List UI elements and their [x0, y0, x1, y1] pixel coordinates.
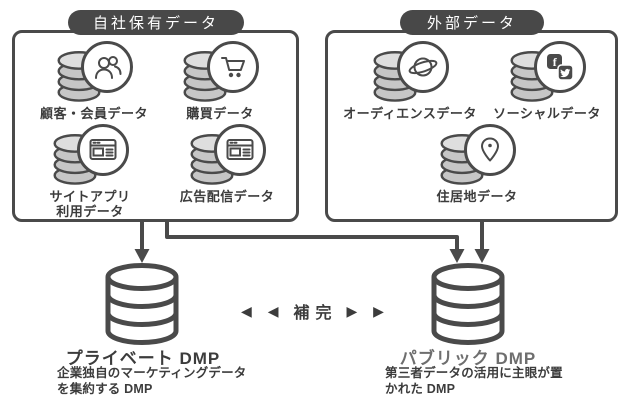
- public-dmp-description-line1: 第三者データの活用に主眼が置: [385, 366, 563, 380]
- browser-window-icon: [77, 124, 129, 176]
- shopping-cart-icon: [207, 41, 259, 93]
- people-icon: [81, 41, 133, 93]
- arrowhead-icon: [474, 249, 490, 263]
- data-item-social: f ソーシャルデータ: [484, 41, 610, 121]
- icon-cluster: [188, 124, 266, 186]
- private-dmp-description-line2: を集約する DMP: [57, 381, 153, 396]
- public-dmp-title: パブリック DMP: [399, 349, 537, 368]
- left-arrows-icon: ◀ ◀: [241, 302, 285, 319]
- external-data-group-title: 外部データ: [400, 10, 544, 35]
- complement-indicator: ◀ ◀ 補完 ▶ ▶: [233, 299, 398, 323]
- private-dmp-title: プライベート DMP: [65, 349, 221, 368]
- icon-cluster: [55, 41, 133, 103]
- icon-cluster: [51, 124, 129, 186]
- item-label-line2: 利用データ: [56, 204, 124, 219]
- data-item-audience: オーディエンスデータ: [343, 41, 477, 121]
- icon-cluster: f: [508, 41, 586, 103]
- browser-window-icon: [214, 124, 266, 176]
- data-item-customer: 顧客・会員データ: [40, 41, 148, 121]
- data-item-ad-delivery: 広告配信データ: [173, 124, 281, 204]
- public-dmp-description: 第三者データの活用に主眼が置 かれた DMP: [385, 366, 595, 397]
- item-label: 顧客・会員データ: [40, 106, 149, 121]
- data-item-purchase: 購買データ: [166, 41, 274, 121]
- icon-cluster: [181, 41, 259, 103]
- facebook-icon: [547, 54, 562, 69]
- complement-label: 補完: [293, 305, 338, 322]
- icon-cluster: [438, 124, 516, 186]
- arrowhead-icon: [134, 249, 150, 263]
- public-dmp-database-icon: [431, 263, 505, 345]
- owned-data-group-title: 自社保有データ: [68, 10, 244, 35]
- item-label: 購買データ: [186, 106, 254, 121]
- arrowhead-icon: [449, 249, 465, 263]
- icon-cluster: [371, 41, 449, 103]
- data-item-siteapp: サイトアプリ 利用データ: [36, 124, 144, 219]
- private-dmp-database-icon: [105, 263, 179, 345]
- item-label: 広告配信データ: [179, 189, 275, 204]
- planet-icon: [397, 41, 449, 93]
- twitter-bird-glyph: [560, 68, 571, 78]
- public-dmp-description-line2: かれた DMP: [385, 381, 456, 396]
- arrow-owned-to-public: [165, 221, 459, 250]
- item-label: 住居地データ: [436, 189, 518, 204]
- item-label: オーディエンスデータ: [343, 106, 477, 121]
- right-arrows-icon: ▶ ▶: [346, 302, 390, 319]
- private-dmp-description: 企業独自のマーケティングデータ を集約する DMP: [57, 366, 267, 397]
- item-label: サイトアプリ: [49, 189, 131, 204]
- item-label: ソーシャルデータ: [493, 106, 601, 121]
- private-dmp-description-line1: 企業独自のマーケティングデータ: [57, 366, 247, 380]
- map-pin-icon: [464, 124, 516, 176]
- facebook-f-glyph: f: [553, 55, 558, 69]
- data-item-location: 住居地データ: [412, 124, 542, 204]
- social-networks-icon: f: [534, 41, 586, 93]
